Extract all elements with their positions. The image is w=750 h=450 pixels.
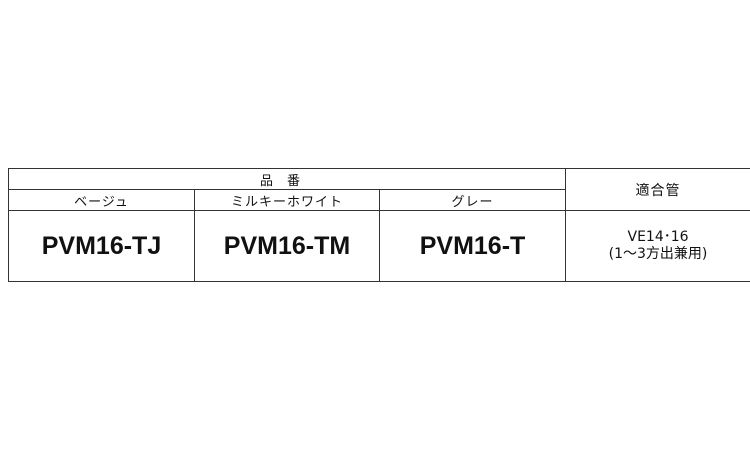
compatible-pipe-size: VE14･16: [627, 229, 689, 245]
product-code-milky-white: PVM16-TM: [194, 210, 380, 282]
color-label-milky-white: ミルキーホワイト: [194, 189, 380, 211]
compatible-pipe-note: (1〜3方出兼用): [608, 246, 708, 262]
compatible-pipe-header: 適合管: [565, 168, 750, 211]
product-code-beige: PVM16-TJ: [8, 210, 195, 282]
product-code-row: PVM16-TJ PVM16-TM PVM16-T VE14･16 (1〜3方出…: [8, 210, 750, 282]
color-label-beige: ベージュ: [8, 189, 195, 211]
product-code-gray: PVM16-T: [378, 210, 567, 282]
compatible-pipe-value: VE14･16 (1〜3方出兼用): [565, 210, 750, 282]
color-label-gray: グレー: [378, 189, 567, 211]
product-number-header: 品番: [7, 168, 567, 190]
header-row: 品番 適合管: [7, 168, 750, 211]
product-spec-table: 品番 適合管 ベージュ ミルキーホワイト グレー PVM16-TJ PVM16-…: [7, 168, 750, 282]
